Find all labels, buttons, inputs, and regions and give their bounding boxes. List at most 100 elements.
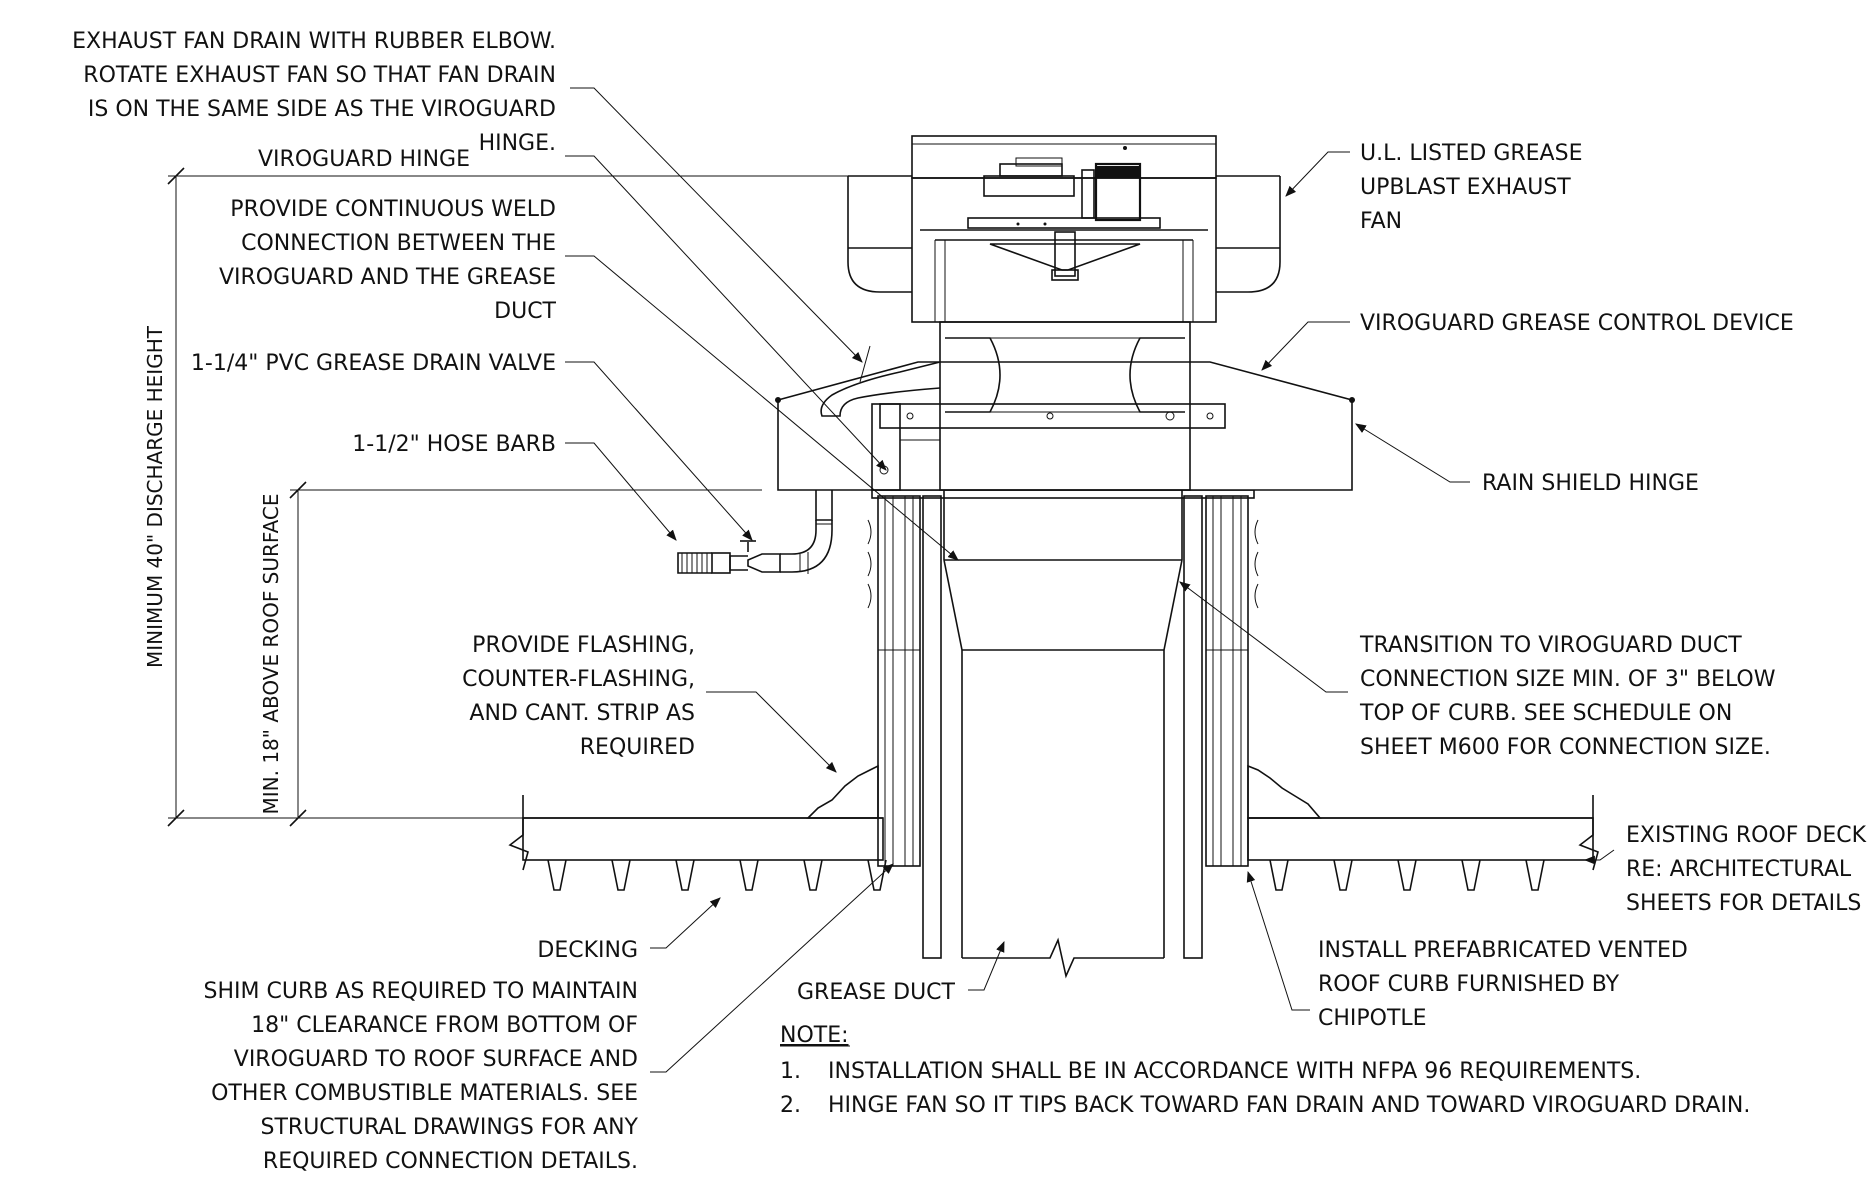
svg-text:SHIM CURB AS REQUIRED TO MAINT: SHIM CURB AS REQUIRED TO MAINTAIN	[204, 979, 638, 1004]
deck-flute	[1269, 859, 1289, 891]
callout-grease-duct: GREASE DUCT	[797, 980, 956, 1005]
svg-text:UPBLAST EXHAUST: UPBLAST EXHAUST	[1360, 175, 1571, 200]
callout-line: CHIPOTLE	[1318, 1006, 1427, 1031]
callout-continuous-weld: PROVIDE CONTINUOUS WELD CONNECTION BETWE…	[219, 197, 557, 324]
svg-text:1-1/2" HOSE BARB: 1-1/2" HOSE BARB	[352, 432, 556, 457]
callout-line: SHEET M600 FOR CONNECTION SIZE.	[1360, 735, 1771, 760]
callout-line: EXISTING ROOF DECK	[1626, 823, 1867, 848]
svg-text:RE: ARCHITECTURAL: RE: ARCHITECTURAL	[1626, 857, 1852, 882]
svg-text:AND CANT. STRIP AS: AND CANT. STRIP AS	[469, 701, 695, 726]
svg-text:TOP OF CURB. SEE SCHEDULE ON: TOP OF CURB. SEE SCHEDULE ON	[1359, 701, 1732, 726]
callout-line: IS ON THE SAME SIDE AS THE VIROGUARD	[88, 97, 556, 122]
roof-curb	[867, 489, 1259, 867]
svg-text:RAIN SHIELD HINGE: RAIN SHIELD HINGE	[1482, 471, 1699, 496]
deck-flute	[1333, 859, 1353, 891]
callout-line: ROTATE EXHAUST FAN SO THAT FAN DRAIN	[83, 63, 556, 88]
callout-line: U.L. LISTED GREASE	[1360, 141, 1582, 166]
flashing-cant-strip	[806, 764, 1322, 819]
callout-line: HINGE.	[479, 131, 556, 156]
grease-drain-assembly	[677, 490, 833, 574]
roof-clearance-label: MIN. 18" ABOVE ROOF SURFACE	[259, 493, 283, 814]
roof-clearance-dimension: MIN. 18" ABOVE ROOF SURFACE	[259, 481, 762, 827]
note-text: HINGE FAN SO IT TIPS BACK TOWARD FAN DRA…	[828, 1093, 1750, 1118]
svg-text:U.L. LISTED GREASE: U.L. LISTED GREASE	[1360, 141, 1582, 166]
leader-lines	[565, 87, 1615, 1073]
callout-decking: DECKING	[537, 938, 638, 963]
svg-text:STRUCTURAL DRAWINGS FOR ANY: STRUCTURAL DRAWINGS FOR ANY	[261, 1115, 639, 1140]
callout-line: PROVIDE CONTINUOUS WELD	[230, 197, 556, 222]
deck-flute	[867, 859, 887, 891]
notes-heading: NOTE:	[780, 1023, 849, 1048]
callout-line: VIROGUARD TO ROOF SURFACE AND	[234, 1047, 638, 1072]
fan-drain-elbow	[820, 345, 941, 417]
upblast-exhaust-fan	[847, 135, 1281, 323]
deck-flute	[1397, 859, 1417, 891]
svg-text:EXHAUST FAN DRAIN WITH RUBBER: EXHAUST FAN DRAIN WITH RUBBER ELBOW.	[72, 29, 556, 54]
deck-flute	[611, 859, 631, 891]
deck-flute	[547, 859, 567, 891]
note-number: 2.	[780, 1093, 801, 1118]
svg-text:ROTATE EXHAUST FAN SO THAT FAN: ROTATE EXHAUST FAN SO THAT FAN DRAIN	[83, 63, 556, 88]
svg-text:TRANSITION TO VIROGUARD DUCT: TRANSITION TO VIROGUARD DUCT	[1359, 633, 1742, 658]
callout-line: UPBLAST EXHAUST	[1360, 175, 1571, 200]
grease-duct	[943, 430, 1183, 979]
callout-hose-barb: 1-1/2" HOSE BARB	[352, 432, 556, 457]
svg-text:DUCT: DUCT	[494, 299, 556, 324]
note-text: INSTALLATION SHALL BE IN ACCORDANCE WITH…	[828, 1059, 1641, 1084]
svg-text:ROOF CURB FURNISHED BY: ROOF CURB FURNISHED BY	[1318, 972, 1620, 997]
svg-text:INSTALL PREFABRICATED VENTED: INSTALL PREFABRICATED VENTED	[1318, 938, 1688, 963]
svg-text:SHEET M600 FOR CONNECTION SIZE: SHEET M600 FOR CONNECTION SIZE.	[1360, 735, 1771, 760]
svg-text:OTHER COMBUSTIBLE MATERIALS. S: OTHER COMBUSTIBLE MATERIALS. SEE	[211, 1081, 638, 1106]
callout-line: SHIM CURB AS REQUIRED TO MAINTAIN	[204, 979, 638, 1004]
callout-line: INSTALL PREFABRICATED VENTED	[1318, 938, 1688, 963]
callout-line: RAIN SHIELD HINGE	[1482, 471, 1699, 496]
callout-existing-roof-deck: EXISTING ROOF DECK RE: ARCHITECTURAL SHE…	[1626, 823, 1867, 916]
callout-line: CONNECTION SIZE MIN. OF 3" BELOW	[1360, 667, 1776, 692]
deck-flute	[803, 859, 823, 891]
callout-line: 18" CLEARANCE FROM BOTTOM OF	[251, 1013, 638, 1038]
callout-line: TRANSITION TO VIROGUARD DUCT	[1359, 633, 1742, 658]
callout-line: VIROGUARD HINGE	[258, 147, 470, 172]
callout-viroguard-hinge: VIROGUARD HINGE	[258, 147, 470, 172]
callout-viroguard-device: VIROGUARD GREASE CONTROL DEVICE	[1360, 311, 1794, 336]
callout-line: TOP OF CURB. SEE SCHEDULE ON	[1359, 701, 1732, 726]
callout-line: SHEETS FOR DETAILS	[1626, 891, 1861, 916]
svg-text:PROVIDE FLASHING,: PROVIDE FLASHING,	[472, 633, 695, 658]
callout-line: ROOF CURB FURNISHED BY	[1318, 972, 1620, 997]
svg-text:HINGE.: HINGE.	[479, 131, 556, 156]
svg-text:CHIPOTLE: CHIPOTLE	[1318, 1006, 1427, 1031]
deck-flute	[675, 859, 695, 891]
callout-ul-fan: U.L. LISTED GREASE UPBLAST EXHAUST FAN	[1360, 141, 1582, 234]
callout-line: REQUIRED	[580, 735, 695, 760]
callout-line: CONNECTION BETWEEN THE	[241, 231, 556, 256]
callout-pvc-drain-valve: 1-1/4" PVC GREASE DRAIN VALVE	[191, 351, 556, 376]
svg-text:COUNTER-FLASHING,: COUNTER-FLASHING,	[462, 667, 695, 692]
callout-line: FAN	[1360, 209, 1402, 234]
callout-line: STRUCTURAL DRAWINGS FOR ANY	[261, 1115, 639, 1140]
deck-flute	[1525, 859, 1545, 891]
callout-line: RE: ARCHITECTURAL	[1626, 857, 1852, 882]
svg-text:FAN: FAN	[1360, 209, 1402, 234]
callout-line: 1-1/4" PVC GREASE DRAIN VALVE	[191, 351, 556, 376]
roof-deck	[508, 795, 1599, 871]
svg-text:DECKING: DECKING	[537, 938, 638, 963]
callout-exhaust-fan-drain: EXHAUST FAN DRAIN WITH RUBBER ELBOW. ROT…	[72, 29, 556, 156]
discharge-height-dimension: MINIMUM 40" DISCHARGE HEIGHT	[143, 167, 848, 827]
callout-rain-shield-hinge: RAIN SHIELD HINGE	[1482, 471, 1699, 496]
callout-line: OTHER COMBUSTIBLE MATERIALS. SEE	[211, 1081, 638, 1106]
svg-text:REQUIRED: REQUIRED	[580, 735, 695, 760]
discharge-height-label: MINIMUM 40" DISCHARGE HEIGHT	[143, 325, 167, 668]
svg-text:CONNECTION BETWEEN THE: CONNECTION BETWEEN THE	[241, 231, 556, 256]
svg-text:IS ON THE SAME SIDE AS THE VIR: IS ON THE SAME SIDE AS THE VIROGUARD	[88, 97, 556, 122]
callout-line: 1-1/2" HOSE BARB	[352, 432, 556, 457]
callout-prefab-curb: INSTALL PREFABRICATED VENTED ROOF CURB F…	[1318, 938, 1688, 1031]
notes-block: NOTE: 1. INSTALLATION SHALL BE IN ACCORD…	[780, 1023, 1750, 1118]
svg-text:VIROGUARD TO ROOF SURFACE AND: VIROGUARD TO ROOF SURFACE AND	[234, 1047, 638, 1072]
deck-flute	[1461, 859, 1481, 891]
callout-line: EXHAUST FAN DRAIN WITH RUBBER ELBOW.	[72, 29, 556, 54]
callout-line: PROVIDE FLASHING,	[472, 633, 695, 658]
callout-line: VIROGUARD AND THE GREASE	[219, 265, 556, 290]
callout-line: REQUIRED CONNECTION DETAILS.	[263, 1149, 638, 1174]
callout-line: DECKING	[537, 938, 638, 963]
